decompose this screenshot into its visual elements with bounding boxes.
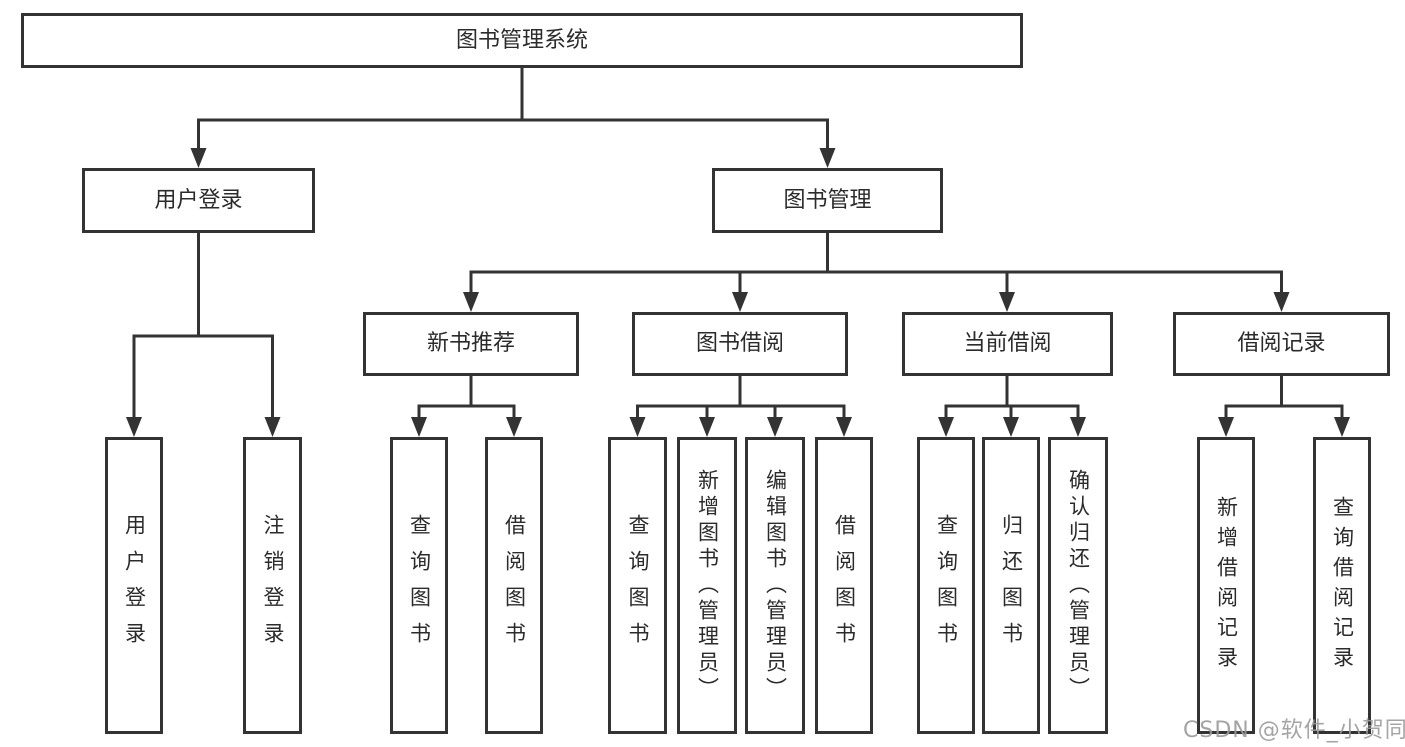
watermark: CSDN @软件_小贺同学 [1183, 718, 1405, 743]
leaf-label: 归还图书 [999, 513, 1024, 658]
leaf-return-book: 归还图书 [982, 437, 1040, 734]
node-current-borrowing: 当前借阅 [902, 312, 1113, 376]
leaf-label: 新增借阅记录 [1214, 495, 1239, 676]
leaf-query-books-current: 查询图书 [917, 437, 975, 734]
leaf-confirm-return-admin: 确认归还（管理员） [1048, 437, 1108, 734]
leaf-add-book-admin: 新增图书（管理员） [677, 437, 737, 734]
leaf-borrow-books-recommend: 借阅图书 [485, 437, 543, 734]
node-book-borrowing: 图书借阅 [632, 312, 848, 376]
leaf-borrow-books: 借阅图书 [815, 437, 873, 734]
leaf-label: 注销登录 [261, 513, 285, 658]
leaf-query-books-recommend: 查询图书 [390, 437, 448, 734]
node-borrowing-records: 借阅记录 [1173, 312, 1390, 376]
leaf-label: 用户登录 [122, 513, 147, 658]
node-user-login: 用户登录 [82, 168, 315, 233]
node-label: 新书推荐 [426, 331, 515, 356]
leaf-label: 查询图书 [407, 513, 432, 658]
leaf-query-books-borrow: 查询图书 [608, 437, 667, 734]
leaf-label: 确认归还（管理员） [1066, 468, 1091, 703]
leaf-label: 借阅图书 [502, 513, 527, 658]
node-label: 借阅记录 [1237, 331, 1326, 356]
leaf-label: 编辑图书（管理员） [763, 468, 788, 703]
leaf-label: 查询图书 [626, 513, 650, 658]
leaf-add-borrow-record: 新增借阅记录 [1197, 437, 1255, 734]
leaf-user-login: 用户登录 [105, 437, 163, 734]
node-label: 当前借阅 [963, 331, 1052, 356]
node-label: 图书管理 [783, 187, 872, 213]
node-library-management-system: 图书管理系统 [21, 13, 1023, 68]
leaf-label: 查询图书 [934, 513, 959, 658]
leaf-label: 查询借阅记录 [1330, 495, 1355, 676]
node-label: 图书管理系统 [455, 27, 588, 53]
node-new-book-recommendation: 新书推荐 [363, 312, 579, 376]
leaf-logout: 注销登录 [243, 437, 302, 734]
leaf-label: 新增图书（管理员） [695, 468, 720, 703]
node-book-management: 图书管理 [712, 168, 943, 233]
leaf-edit-book-admin: 编辑图书（管理员） [745, 437, 805, 734]
leaf-query-borrow-record: 查询借阅记录 [1313, 437, 1371, 734]
node-label: 用户登录 [154, 187, 243, 213]
node-label: 图书借阅 [695, 331, 784, 356]
leaf-label: 借阅图书 [832, 513, 857, 658]
